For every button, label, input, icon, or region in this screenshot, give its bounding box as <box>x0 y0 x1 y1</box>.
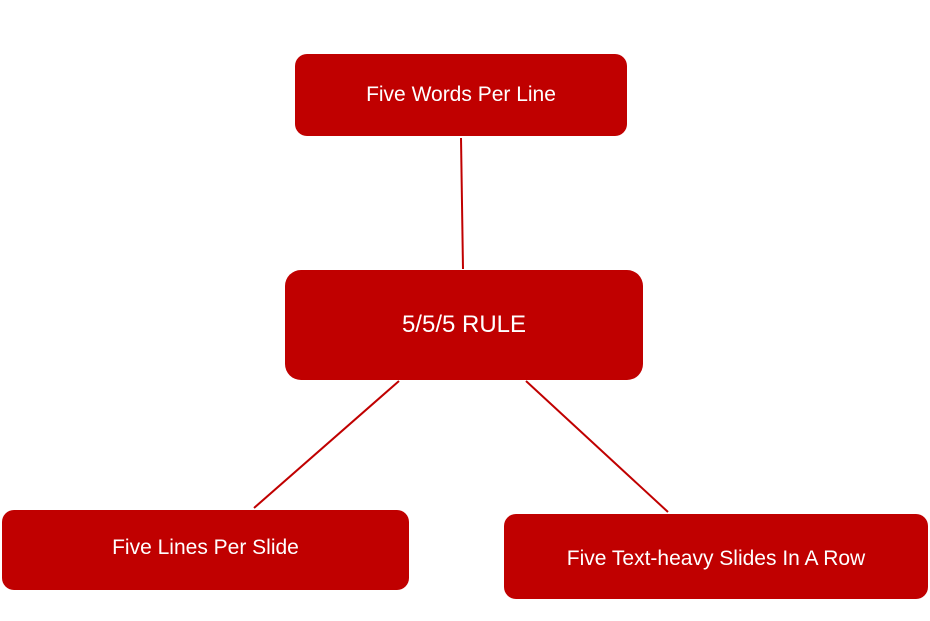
node-five-text-heavy-slides: Five Text-heavy Slides In A Row <box>504 514 928 599</box>
node-five-lines-per-slide: Five Lines Per Slide <box>2 510 409 590</box>
node-label: 5/5/5 RULE <box>401 311 527 338</box>
node-label: Five Lines Per Slide <box>112 536 299 559</box>
node-five-words-per-line: Five Words Per Line <box>295 54 627 136</box>
connector-center-to-right <box>525 380 669 513</box>
node-555-rule: 5/5/5 RULE <box>285 270 643 380</box>
connector-center-to-top <box>460 137 464 270</box>
connector-center-to-left <box>253 380 400 509</box>
node-label: Five Words Per Line <box>366 83 556 106</box>
node-label: Five Text-heavy Slides In A Row <box>566 546 866 570</box>
